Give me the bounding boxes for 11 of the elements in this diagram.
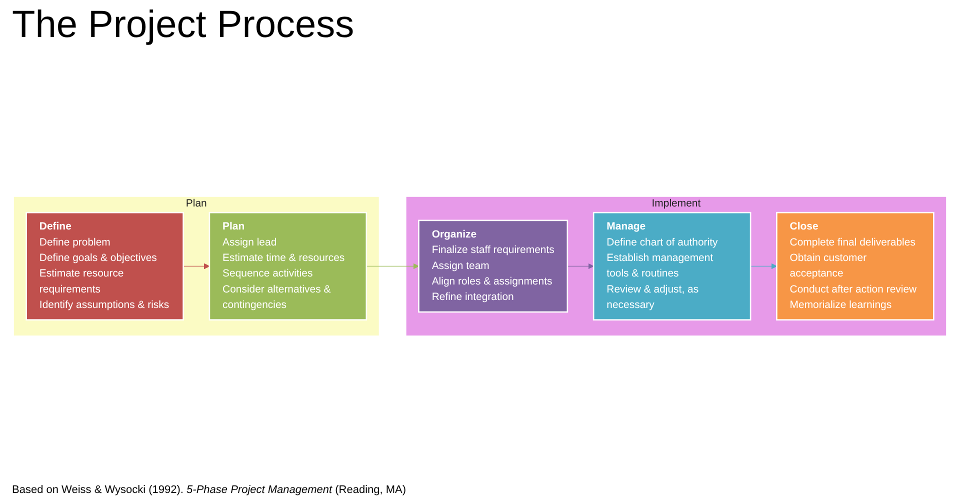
node-box: Close Complete final deliverables Obtain customer acceptance Conduct after action review Memorialize learnings	[776, 212, 934, 320]
node-box: Plan Assign lead Estimate time & resources Sequence activities Consider alternatives & contingencies	[208, 212, 368, 320]
arrow	[567, 263, 594, 269]
title: The Project Process	[12, 4, 354, 47]
node-box: Organize Finalize staff requirements Assign team Align roles & assignments Refine integration	[418, 220, 568, 312]
node-box: Define Define problem Define goals & objectives Estimate resource requirements Identify assumptions & risks	[26, 212, 184, 320]
arrow	[366, 263, 419, 269]
arrow	[182, 263, 210, 269]
node-box: Manage Define chart of authority Establish management tools & routines Review & adjust, as necessary	[592, 212, 752, 320]
caption: Based on Weiss & Wysocki (1992). 5-Phase Project Management (Reading, MA)	[12, 484, 406, 496]
arrow	[750, 263, 777, 269]
